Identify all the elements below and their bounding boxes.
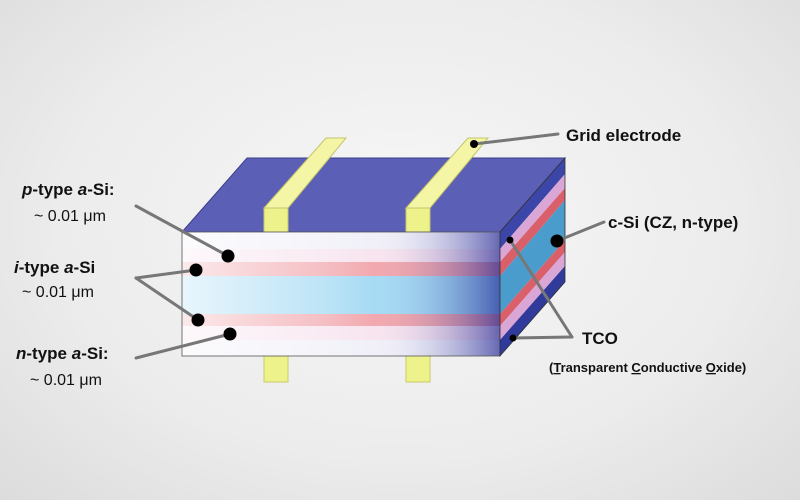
grid-electrode-left: [262, 137, 348, 233]
label-tco-full: (Transparent Conductive Oxide): [549, 360, 746, 375]
marker-n-type: [223, 327, 237, 341]
leader-tco-top: [508, 238, 574, 339]
marker-tco-bottom: [509, 334, 517, 342]
leader-grid-electrode: [472, 132, 560, 146]
leader-i-type-top: [134, 268, 198, 280]
label-p-type: p-type a-Si:: [21, 180, 115, 199]
marker-grid-electrode: [470, 140, 478, 148]
marker-tco-top: [506, 236, 514, 244]
front-face: [181, 231, 501, 357]
label-n-type: n-type a-Si:: [16, 344, 109, 363]
marker-i-type-bottom: [191, 313, 205, 327]
leader-tco-bottom: [511, 335, 574, 340]
leader-n-type: [134, 332, 232, 360]
marker-i-type-top: [189, 263, 203, 277]
label-i-type: i-type a-Si: [14, 258, 95, 277]
label-n-thickness: ~ 0.01 μm: [30, 372, 102, 389]
marker-p-type: [221, 249, 235, 263]
leader-p-type: [134, 204, 230, 258]
top-face: [180, 157, 567, 233]
grid-electrode-right: [404, 137, 490, 233]
marker-c-si: [550, 234, 564, 248]
leader-i-type-bottom: [134, 276, 200, 322]
label-p-thickness: ~ 0.01 μm: [34, 208, 106, 225]
label-tco: TCO: [582, 329, 618, 348]
label-grid-electrode: Grid electrode: [566, 126, 681, 145]
label-i-thickness: ~ 0.01 μm: [22, 284, 94, 301]
leader-c-si: [555, 220, 606, 243]
side-face: [499, 156, 566, 358]
label-c-si: c-Si (CZ, n-type): [608, 213, 738, 232]
